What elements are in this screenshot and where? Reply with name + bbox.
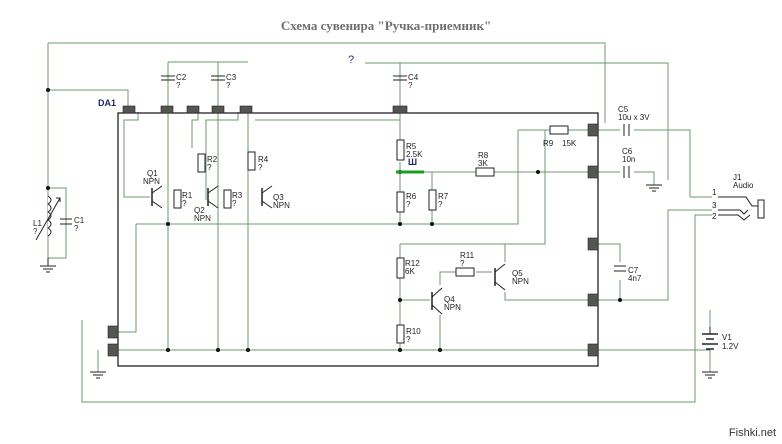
resistor-r6: R6 ? [396,191,417,213]
svg-text:Q5: Q5 [512,269,523,278]
inductor-l1: L1 ? [33,195,61,241]
svg-text:C7: C7 [628,266,639,275]
svg-text:3: 3 [712,201,717,210]
svg-text:C1: C1 [74,216,85,225]
capacitor-c5: C5 10u x 3V [618,105,650,136]
svg-text:C2: C2 [176,73,187,82]
resistor-r3: R3 ? [223,189,243,209]
svg-text:R5: R5 [406,142,417,151]
svg-text:?: ? [406,200,411,209]
svg-text:C4: C4 [408,73,419,82]
svg-text:?: ? [74,224,79,233]
svg-text:NPN: NPN [143,177,160,186]
svg-text:NPN: NPN [273,201,290,210]
resistor-r11: R11 ? [455,251,475,277]
svg-text:R12: R12 [405,259,420,268]
transistor-q5: Q5 NPN [494,263,529,291]
unknown-marker: ? [348,54,354,66]
svg-text:Q3: Q3 [273,193,284,202]
svg-text:?: ? [406,335,411,344]
da1-pins [107,105,599,357]
svg-text:Ш: Ш [408,157,417,167]
svg-text:R11: R11 [460,251,475,260]
watermark: Fishki.net [729,427,776,439]
svg-text:Q2: Q2 [194,206,205,215]
svg-text:L1: L1 [33,219,42,228]
svg-text:?: ? [182,199,187,208]
capacitor-c6: C6 10n [622,147,635,178]
svg-text:?: ? [232,199,237,208]
battery-v1: V1 1.2V [702,327,739,351]
resistor-r4: R4 ? [247,151,269,172]
transistor-q2: Q2 NPN [194,185,219,223]
transistor-q4: Q4 NPN [431,287,461,315]
svg-text:NPN: NPN [512,277,529,286]
svg-text:10u x 3V: 10u x 3V [618,113,650,122]
svg-text:15K: 15K [562,139,577,148]
svg-text:C3: C3 [226,73,237,82]
resistor-r12: R12 6K [396,257,420,279]
svg-text:R7: R7 [438,192,449,201]
ground-symbol-c6 [646,184,662,192]
svg-text:?: ? [226,81,231,90]
svg-text:R6: R6 [406,192,417,201]
svg-text:NPN: NPN [194,214,211,223]
svg-text:R9: R9 [543,139,554,148]
svg-text:?: ? [176,81,181,90]
resistor-r1: R1 ? [173,189,193,209]
svg-text:?: ? [258,163,263,172]
svg-text:Audio: Audio [733,181,754,190]
capacitor-c2: C2 ? [161,73,187,90]
svg-text:10n: 10n [622,155,635,164]
svg-text:?: ? [207,163,212,172]
schematic-title: Схема сувенира "Ручка-приемник" [281,18,491,33]
resistor-r8: R8 3K [475,151,495,177]
capacitor-c1: C1 ? [60,216,85,233]
svg-text:2.5K: 2.5K [406,150,423,159]
svg-text:V1: V1 [722,333,732,342]
transistor-q1: Q1 NPN [143,169,163,209]
ground-symbol-block [90,371,106,379]
svg-text:3K: 3K [478,159,488,168]
svg-text:?: ? [460,259,465,268]
svg-text:Q4: Q4 [444,295,455,304]
wires [47,42,712,403]
resistor-r5: R5 2.5K [396,139,423,161]
capacitor-c4: C4 ? [393,73,419,90]
svg-text:1: 1 [712,188,717,197]
transistor-q3: Q3 NPN [261,185,290,210]
svg-text:?: ? [438,200,443,209]
da1-label: DA1 [98,98,116,108]
resistor-r7: R7 ? [428,189,449,211]
svg-text:Q1: Q1 [147,169,158,178]
audio-jack-j1: J1 Audio 1 3 2 [712,173,765,221]
resistor-r10: R10 ? [396,324,421,344]
svg-text:R3: R3 [232,191,243,200]
svg-text:NPN: NPN [444,303,461,312]
resistor-r2: R2 ? [197,153,218,173]
svg-text:R4: R4 [258,155,269,164]
capacitor-c3: C3 ? [211,73,237,90]
svg-text:R8: R8 [478,151,489,160]
svg-text:R10: R10 [406,327,421,336]
svg-text:?: ? [33,227,38,236]
svg-text:R2: R2 [207,155,218,164]
svg-text:6K: 6K [405,267,415,276]
svg-text:?: ? [408,81,413,90]
ground-symbol-l1 [40,258,56,273]
svg-text:R1: R1 [182,191,193,200]
capacitor-c7: C7 4n7 [614,265,642,283]
highlight-sh: Ш [396,157,424,174]
svg-text:J1: J1 [733,173,742,182]
junctions [46,88,622,352]
svg-text:2: 2 [712,212,717,221]
svg-text:4n7: 4n7 [628,274,642,283]
ground-symbol-v1 [702,371,718,379]
svg-text:C5: C5 [618,105,629,114]
resistor-r9: R9 15K [543,125,577,148]
svg-text:1.2V: 1.2V [722,342,739,351]
da1-block [117,112,599,367]
svg-text:C6: C6 [622,147,633,156]
